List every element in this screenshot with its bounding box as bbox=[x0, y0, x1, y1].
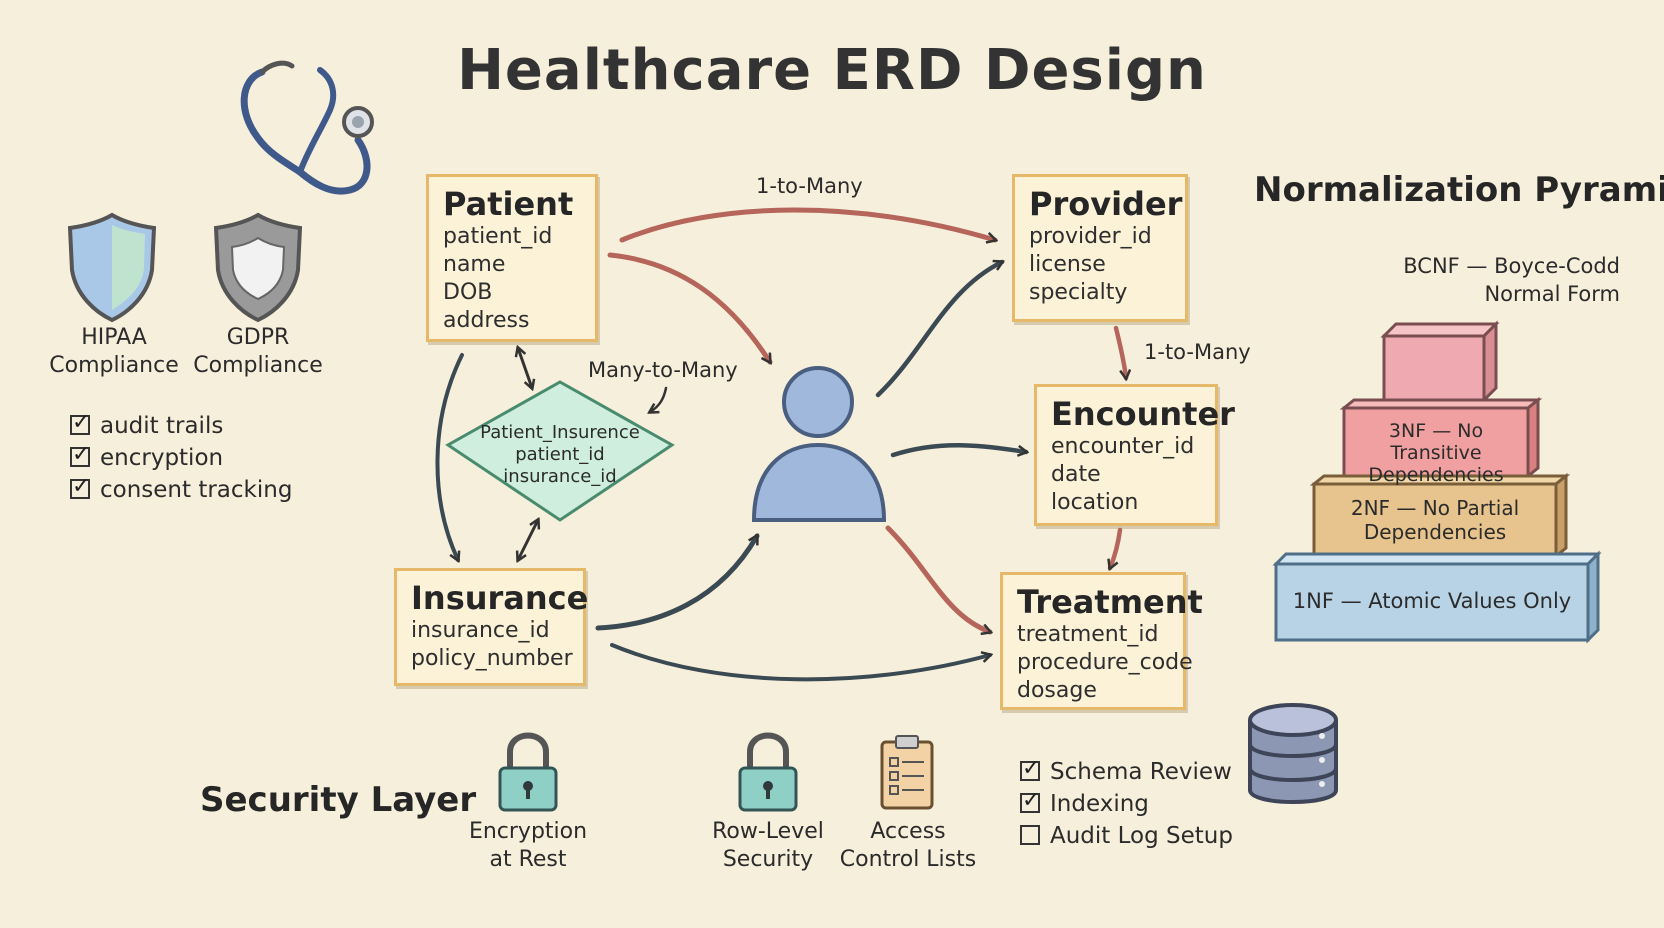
entity-attribute: patient_id bbox=[443, 224, 553, 249]
entity-attribute: dosage bbox=[1017, 678, 1097, 703]
checklist-item: encryption bbox=[70, 439, 292, 474]
pyramid-blocks bbox=[1272, 320, 1602, 644]
junction-attribute: patient_id bbox=[515, 444, 605, 465]
entity-insurance[interactable]: Insurance insurance_id policy_number bbox=[394, 568, 589, 686]
entity-name: Treatment bbox=[1017, 583, 1203, 621]
checklist-item: audit trails bbox=[70, 407, 292, 442]
relationship-label-many-to-many: Many-to-Many bbox=[588, 358, 738, 382]
security-layer-title: Security Layer bbox=[200, 780, 477, 820]
normalization-title: Normalization Pyramid bbox=[1254, 170, 1664, 210]
entity-attribute: license bbox=[1029, 252, 1106, 277]
entity-attribute: treatment_id bbox=[1017, 622, 1159, 647]
entity-attribute: policy_number bbox=[411, 646, 573, 671]
checkbox-checked-icon bbox=[70, 471, 90, 503]
review-item[interactable]: Indexing bbox=[1020, 785, 1233, 820]
arrow-patient-person bbox=[607, 252, 773, 362]
entity-provider[interactable]: Provider provider_id license specialty bbox=[1012, 174, 1188, 322]
entity-attribute: insurance_id bbox=[411, 618, 550, 643]
arrow-insurance-treatment bbox=[610, 643, 990, 682]
checkbox-checked-icon[interactable] bbox=[1020, 753, 1040, 785]
entity-attribute: address bbox=[443, 308, 530, 333]
arrow-person-treatment bbox=[885, 525, 990, 632]
junction-attribute: insurance_id bbox=[503, 466, 617, 487]
padlock-icon bbox=[498, 732, 558, 812]
relationship-label-patient-provider: 1-to-Many bbox=[756, 174, 863, 198]
gdpr-label: GDPR Compliance bbox=[193, 325, 323, 378]
entity-name: Patient bbox=[443, 185, 574, 223]
entity-name: Provider bbox=[1029, 185, 1183, 223]
entity-attribute: specialty bbox=[1029, 280, 1128, 305]
junction-entity[interactable]: Patient_Insurence patient_id insurance_i… bbox=[460, 422, 660, 488]
pyramid-label-3nf: 3NF — No Transitive Dependencies bbox=[1368, 420, 1504, 486]
clipboard-icon bbox=[880, 735, 934, 810]
relationship-arrows bbox=[435, 207, 1126, 682]
entity-attribute: procedure_code bbox=[1017, 650, 1193, 675]
entity-attribute: encounter_id bbox=[1051, 434, 1195, 459]
compliance-checklist: audit trails encryption consent tracking bbox=[70, 407, 292, 506]
arrow-patient-junction bbox=[518, 348, 532, 388]
entity-attribute: provider_id bbox=[1029, 224, 1152, 249]
page-title: Healthcare ERD Design bbox=[457, 38, 1207, 103]
checkbox-empty-icon[interactable] bbox=[1020, 825, 1040, 845]
review-item[interactable]: Schema Review bbox=[1020, 753, 1233, 788]
pyramid-label-1nf: 1NF — Atomic Values Only bbox=[1292, 589, 1572, 613]
entity-attribute: location bbox=[1051, 490, 1139, 515]
arrow-encounter-treatment bbox=[1110, 527, 1123, 568]
pyramid-label-2nf: 2NF — No Partial Dependencies bbox=[1350, 496, 1520, 544]
arrow-many-to-many-pointer bbox=[650, 386, 668, 412]
entity-attribute: name bbox=[443, 252, 506, 277]
pyramid-level-1nf bbox=[1274, 562, 1590, 642]
checklist-item: consent tracking bbox=[70, 471, 292, 506]
entity-treatment[interactable]: Treatment treatment_id procedure_code do… bbox=[1000, 572, 1203, 710]
entity-name: Insurance bbox=[411, 579, 589, 617]
checkbox-checked-icon bbox=[70, 407, 90, 439]
junction-name: Patient_Insurence bbox=[480, 422, 640, 443]
stethoscope-icon bbox=[240, 60, 374, 195]
hipaa-shield-icon bbox=[67, 212, 157, 323]
arrow-patient-provider bbox=[619, 207, 995, 240]
checkbox-checked-icon bbox=[70, 439, 90, 471]
checkbox-checked-icon[interactable] bbox=[1020, 785, 1040, 817]
junction-diamond bbox=[445, 380, 675, 522]
arrow-person-encounter bbox=[890, 443, 1026, 458]
entity-encounter[interactable]: Encounter encounter_id date location bbox=[1034, 384, 1235, 526]
person-icon bbox=[751, 366, 887, 522]
pyramid-level-2nf bbox=[1312, 482, 1558, 558]
entity-attribute: DOB bbox=[443, 280, 493, 305]
padlock-icon bbox=[738, 732, 798, 812]
entity-name: Encounter bbox=[1051, 395, 1235, 433]
arrow-person-provider bbox=[875, 259, 1002, 398]
bcnf-label: BCNF — Boyce-Codd Normal Form bbox=[1403, 254, 1620, 306]
review-checklist: Schema Review Indexing Audit Log Setup bbox=[1020, 753, 1233, 852]
database-icon bbox=[1248, 703, 1338, 804]
security-item-encryption: Encryption at Rest bbox=[468, 819, 588, 872]
security-item-acl: Access Control Lists bbox=[839, 819, 977, 872]
arrow-patient-insurance bbox=[435, 353, 464, 560]
security-item-row-level: Row-Level Security bbox=[712, 819, 824, 872]
entity-patient[interactable]: Patient patient_id name DOB address bbox=[426, 174, 598, 342]
pyramid-level-3nf bbox=[1342, 406, 1530, 478]
review-item[interactable]: Audit Log Setup bbox=[1020, 820, 1233, 852]
arrow-junction-insurance bbox=[518, 520, 538, 560]
arrow-insurance-person bbox=[595, 536, 760, 631]
gdpr-shield-icon bbox=[213, 212, 303, 323]
arrow-provider-encounter bbox=[1113, 325, 1126, 378]
hipaa-label: HIPAA Compliance bbox=[49, 325, 179, 378]
relationship-label-provider-encounter: 1-to-Many bbox=[1144, 340, 1251, 364]
entity-attribute: date bbox=[1051, 462, 1101, 487]
